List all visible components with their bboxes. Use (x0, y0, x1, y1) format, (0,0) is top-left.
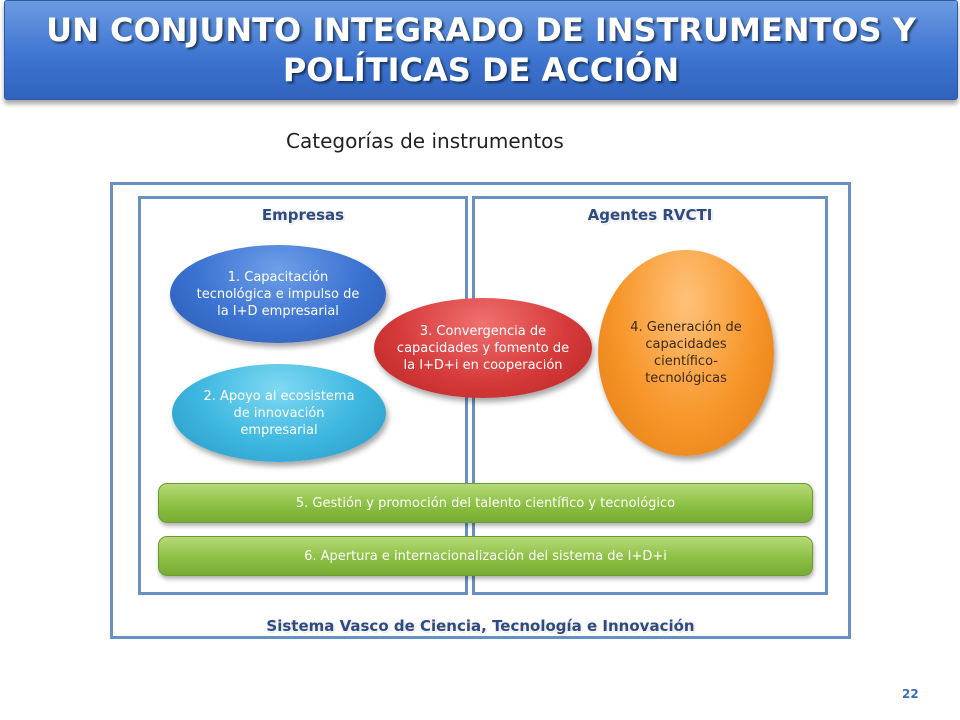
category-4-text: 4. Generación de capacidades científico-… (630, 320, 742, 386)
title-banner: UN CONJUNTO INTEGRADO DE INSTRUMENTOS Y … (4, 0, 958, 100)
subtitle: Categorías de instrumentos (286, 129, 564, 153)
agentes-label: Agentes RVCTI (587, 206, 713, 224)
category-4-ellipse: 4. Generación de capacidades científico-… (598, 250, 774, 456)
slide-title: UN CONJUNTO INTEGRADO DE INSTRUMENTOS Y … (46, 11, 916, 89)
category-6-bar: 6. Apertura e internacionalización del s… (158, 536, 813, 576)
category-6-text: 6. Apertura e internacionalización del s… (304, 548, 667, 564)
system-label: Sistema Vasco de Ciencia, Tecnología e I… (266, 617, 695, 635)
empresas-label: Empresas (261, 206, 345, 224)
system-outer-box (110, 182, 851, 639)
category-2-ellipse: 2. Apoyo al ecosistema de innovación emp… (172, 364, 386, 462)
category-3-ellipse: 3. Convergencia de capacidades y fomento… (374, 298, 592, 398)
category-1-ellipse: 1. Capacitación tecnológica e impulso de… (170, 245, 386, 343)
category-5-bar: 5. Gestión y promoción del talento cient… (158, 483, 813, 523)
category-1-text: 1. Capacitación tecnológica e impulso de… (196, 269, 360, 319)
category-3-text: 3. Convergencia de capacidades y fomento… (396, 323, 570, 373)
category-5-text: 5. Gestión y promoción del talento cient… (295, 495, 676, 511)
page-number: 22 (902, 687, 919, 701)
category-2-text: 2. Apoyo al ecosistema de innovación emp… (203, 388, 355, 438)
